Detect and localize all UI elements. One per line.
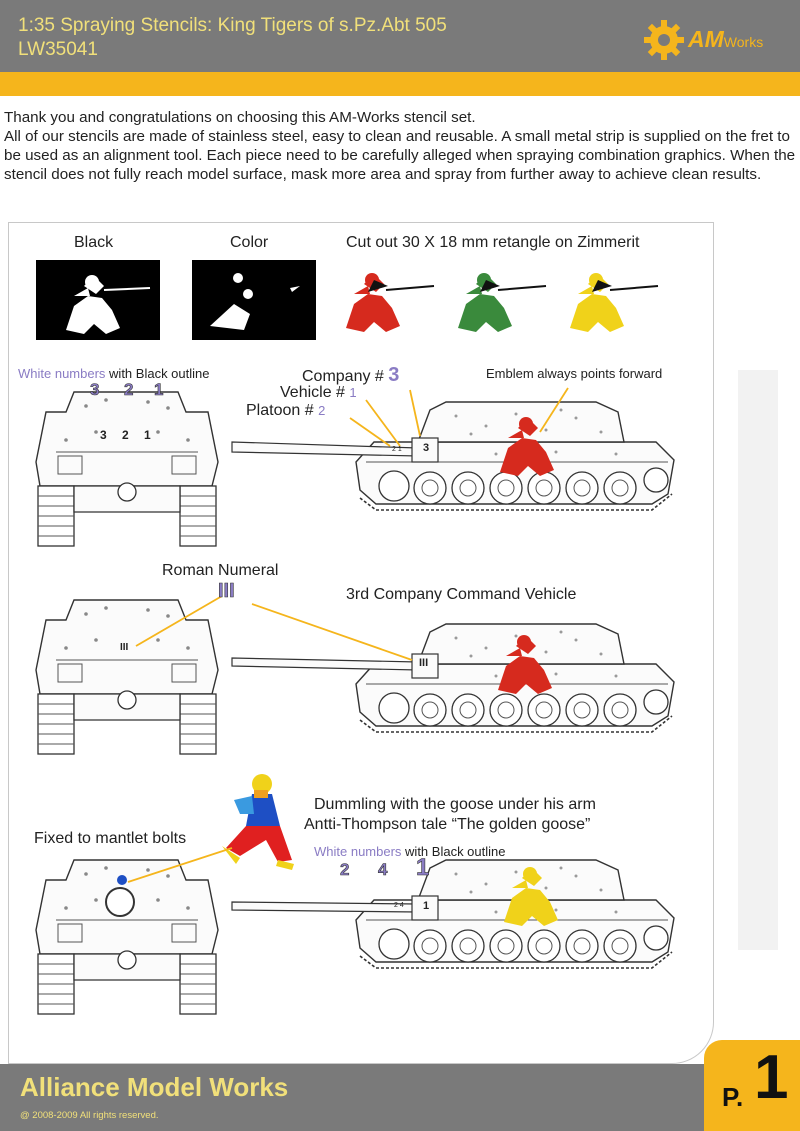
mantlet xyxy=(105,887,135,917)
pointer-line-3 xyxy=(127,847,233,883)
pointer-lines-2 xyxy=(135,595,413,661)
black-label: Black xyxy=(74,234,114,251)
company-label: Company # 3 xyxy=(302,364,399,387)
front-number-3: 3 xyxy=(90,380,100,400)
footer-bar xyxy=(0,1064,800,1131)
roman-numeral: III xyxy=(218,580,235,603)
cutout-label: Cut out 30 X 18 mm retangle on Zimmerit xyxy=(346,234,640,251)
tank-front-view-2 xyxy=(35,599,219,755)
product-code: LW35041 xyxy=(18,39,98,60)
white-numbers-note-3: White numbers with Black outline xyxy=(314,844,506,859)
emblem-note: Emblem always points forward xyxy=(486,366,663,381)
white-numbers-text-1: White numbers xyxy=(18,366,106,381)
intro-line-2: All of our stencils are made of stainles… xyxy=(4,128,796,183)
company-label-text: Company # xyxy=(302,368,384,385)
muzzle-3 xyxy=(411,895,439,921)
color-emblem xyxy=(210,273,300,330)
muzzle-1 xyxy=(411,437,439,463)
intro-text: Thank you and congratulations on choosin… xyxy=(4,108,799,184)
am-works-logo: AMWorks xyxy=(642,16,792,64)
side-strip xyxy=(738,370,778,950)
logo-brand: AM xyxy=(688,26,724,52)
muzzle-2 xyxy=(411,653,439,679)
platoon-label: Platoon # 2 xyxy=(246,402,325,420)
black-outline-text-3: with Black outline xyxy=(405,844,506,859)
color-label: Color xyxy=(230,234,269,251)
emblem-green xyxy=(458,273,547,332)
color-stencil-swatch xyxy=(192,260,316,340)
turret-roman-numeral: III xyxy=(120,642,129,653)
footer-title: Alliance Model Works xyxy=(20,1072,289,1102)
mantlet-emblem xyxy=(117,875,127,885)
emblem-red xyxy=(346,273,435,332)
black-emblem-lance xyxy=(103,287,151,291)
black-outline-text-1: with Black outline xyxy=(109,366,210,381)
header-stripe xyxy=(0,72,800,96)
vehicle-label-text: Vehicle # xyxy=(280,384,345,401)
logo-text: AMWorks xyxy=(688,26,763,53)
footer-copyright: @ 2008-2009 All rights reserved. xyxy=(20,1110,159,1121)
white-numbers-text-3: White numbers xyxy=(314,844,402,859)
roman-numeral-label: Roman Numeral xyxy=(162,562,279,579)
dummling-line-2: Antti-Thompson tale “The golden goose” xyxy=(304,816,591,833)
white-numbers-note-1: White numbers with Black outline xyxy=(18,366,210,381)
number-4: 4 xyxy=(378,860,388,880)
page-prefix: P. xyxy=(722,1082,744,1112)
platoon-number: 2 xyxy=(318,403,326,418)
front-number-1: 1 xyxy=(154,380,164,400)
gun-barrel-3 xyxy=(231,901,419,913)
gear-icon xyxy=(644,20,684,60)
turret-number-1: 1 xyxy=(144,428,151,442)
number-2: 2 xyxy=(340,860,350,880)
number-1: 1 xyxy=(416,854,430,882)
logo-suffix: Works xyxy=(723,34,764,50)
dummling-figure-icon xyxy=(222,774,294,870)
platoon-label-text: Platoon # xyxy=(246,402,314,419)
page-number-box: P. 1 xyxy=(704,1040,800,1131)
gun-barrel-2 xyxy=(231,657,419,671)
barrel-company-3: 1 xyxy=(423,900,430,912)
command-vehicle-label: 3rd Company Command Vehicle xyxy=(346,586,577,603)
barrel-company-1: 3 xyxy=(423,442,430,454)
front-number-2: 2 xyxy=(124,380,134,400)
tank-front-view-3 xyxy=(35,859,219,1015)
tank-front-view-1 xyxy=(35,391,219,547)
turret-number-2: 2 xyxy=(122,428,129,442)
vehicle-label: Vehicle # 1 xyxy=(280,384,357,402)
barrel-numbers-3: 2 4 xyxy=(394,902,404,909)
dummling-line-1: Dummling with the goose under his arm xyxy=(314,796,596,813)
pointer-lines-1 xyxy=(349,387,569,447)
emblem-yellow xyxy=(570,273,659,332)
barrel-roman-numeral: III xyxy=(419,657,429,669)
mantlet-label: Fixed to mantlet bolts xyxy=(34,830,187,847)
barrel-numbers-1: 2 1 xyxy=(392,446,402,453)
vehicle-number: 1 xyxy=(349,385,357,400)
intro-line-1: Thank you and congratulations on choosin… xyxy=(4,109,476,126)
turret-number-3: 3 xyxy=(100,428,107,442)
page-number: 1 xyxy=(754,1043,789,1112)
company-number: 3 xyxy=(388,364,400,386)
document-title: 1:35 Spraying Stencils: King Tigers of s… xyxy=(18,15,447,36)
